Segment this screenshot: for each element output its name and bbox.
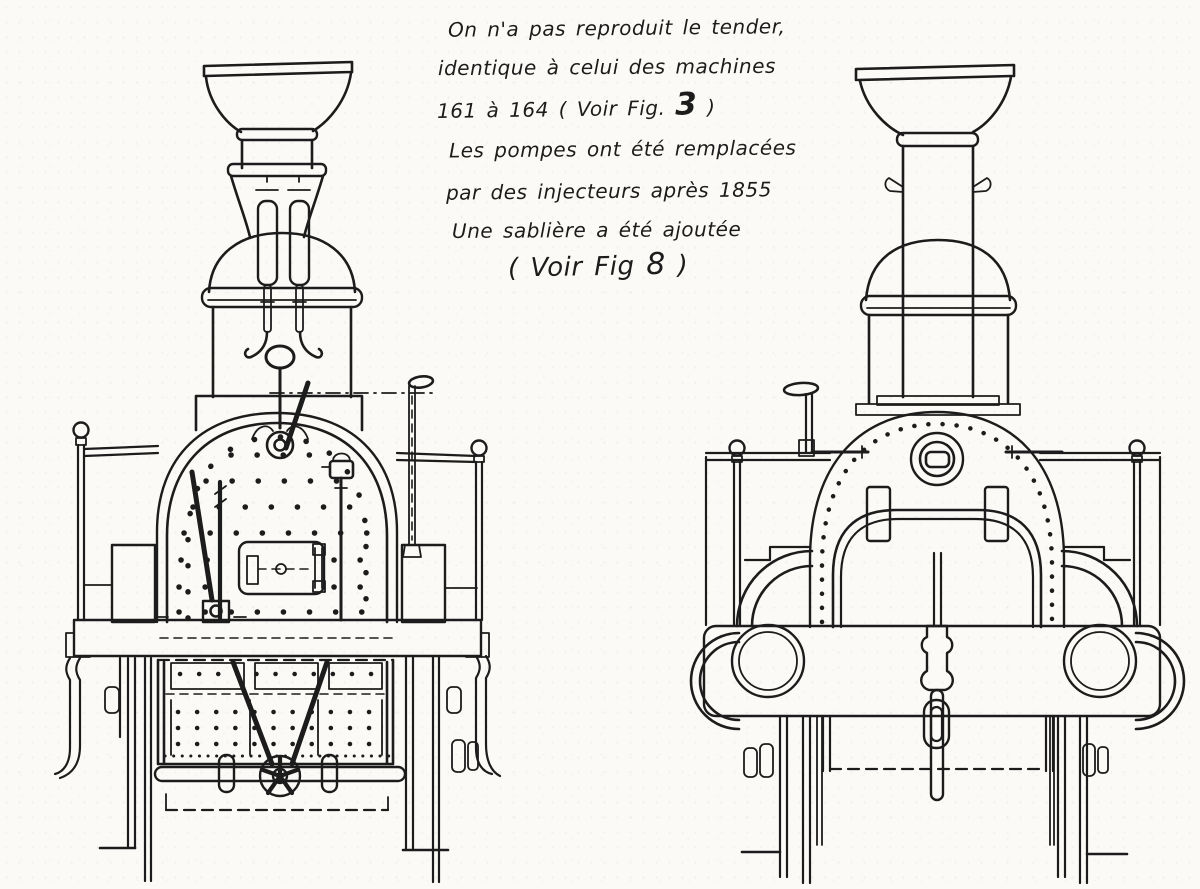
buffer-housings xyxy=(689,631,1186,731)
salter-safety-valves xyxy=(243,175,324,359)
smokebox xyxy=(808,410,1066,629)
firebox-backhead xyxy=(155,411,399,624)
lower-frame-panel xyxy=(156,658,395,767)
firebox-apex-fitting xyxy=(251,380,311,460)
side-steps-rear xyxy=(110,543,447,624)
handrail-knobs xyxy=(810,445,1064,459)
handrails-rear xyxy=(72,421,488,622)
tank-fronts-and-handrails xyxy=(704,439,1162,627)
steam-dome-rear xyxy=(200,231,364,399)
front-view-drawing xyxy=(689,63,1186,885)
coupling xyxy=(920,624,954,802)
buffers xyxy=(730,623,1138,699)
steam-dome-front xyxy=(859,238,1018,405)
reach-rod-lever xyxy=(402,375,435,558)
gauge-fitting xyxy=(321,452,355,622)
frame-cross-member xyxy=(821,714,1055,773)
firehole-door xyxy=(237,540,326,596)
safety-valve-bonnet xyxy=(226,162,328,239)
rear-view-drawing xyxy=(53,60,502,884)
front-wheels xyxy=(735,549,1139,628)
lamp-iron xyxy=(782,381,820,457)
smokebox-door-handle xyxy=(909,431,965,487)
cab-front-sheet xyxy=(194,392,433,432)
beam-tabs xyxy=(743,743,1109,778)
guard-irons-rear xyxy=(53,654,502,780)
firebox-levers xyxy=(157,469,247,624)
door-dart-handle xyxy=(932,551,943,628)
frame-legs-front xyxy=(740,714,1129,885)
frame-legs-rear xyxy=(98,654,450,884)
footplate xyxy=(65,618,490,658)
frame-dashed-outline xyxy=(164,793,390,812)
smokebox-door xyxy=(831,508,1043,629)
regulator-ring-pull xyxy=(264,344,296,430)
front-steps xyxy=(743,545,1132,562)
hinge-straps xyxy=(865,485,1010,543)
chimney-front xyxy=(854,63,1021,416)
chimney-rear xyxy=(202,60,354,170)
